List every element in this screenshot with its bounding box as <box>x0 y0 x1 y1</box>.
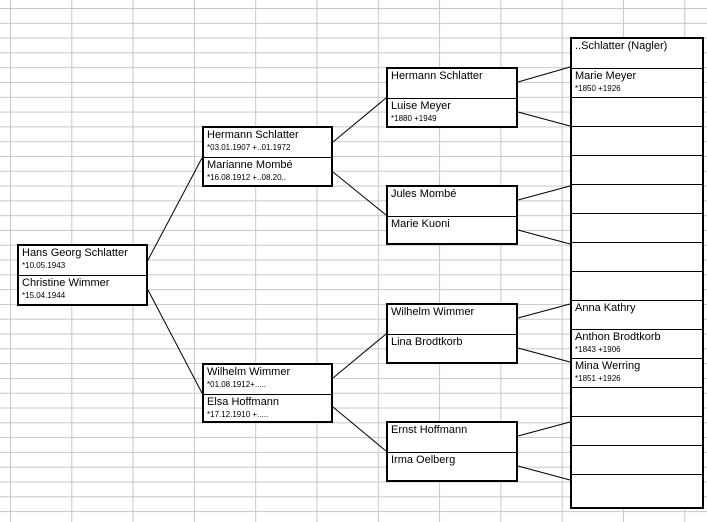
grandparent-dates: *1880 +1949 <box>391 114 437 123</box>
grandparents-box-3: Wilhelm Wimmer Lina Brodtkorb <box>386 303 518 364</box>
grandparent-cell[interactable]: Lina Brodtkorb <box>388 334 516 363</box>
grandparent-name: Irma Oelberg <box>391 454 456 466</box>
spouse-parents-box: Wilhelm Wimmer *01.08.1912+..... Elsa Ho… <box>202 363 333 423</box>
grandparent-cell[interactable]: Wilhelm Wimmer <box>388 305 516 334</box>
great-grandparent-cell[interactable] <box>572 416 702 445</box>
grandparent-name: Lina Brodtkorb <box>391 336 463 348</box>
connector-line <box>517 66 571 83</box>
connector-line <box>517 185 571 201</box>
spouse-father-dates: *01.08.1912+..... <box>207 380 266 389</box>
grandparent-name: Ernst Hoffmann <box>391 424 468 436</box>
mother-dates: *16.08.1912 +..08.20.. <box>207 173 286 182</box>
connector-line <box>517 421 571 437</box>
grandparents-box-1: Hermann Schlatter Luise Meyer *1880 +194… <box>386 67 518 128</box>
spouse-mother-name: Elsa Hoffmann <box>207 396 279 408</box>
spouse-mother-cell[interactable]: Elsa Hoffmann *17.12.1910 +..... <box>204 394 331 423</box>
great-grandparent-dates: *1851 +1926 <box>575 374 621 383</box>
grandparent-cell[interactable]: Hermann Schlatter <box>388 69 516 98</box>
great-grandparent-cell[interactable] <box>572 155 702 184</box>
person-name: Hans Georg Schlatter <box>22 247 128 259</box>
connector-line <box>332 406 387 452</box>
mother-name: Marianne Mombé <box>207 159 293 171</box>
grandparent-name: Hermann Schlatter <box>391 70 483 82</box>
grandparent-cell[interactable]: Ernst Hoffmann <box>388 423 516 452</box>
connector-line <box>332 97 387 143</box>
great-grandparent-cell[interactable] <box>572 387 702 416</box>
great-grandparent-name: Mina Werring <box>575 360 641 372</box>
great-grandparent-cell[interactable] <box>572 445 702 474</box>
parents-box: Hermann Schlatter *03.01.1907 +..01.1972… <box>202 126 333 187</box>
person-dates: *10.05.1943 <box>22 261 66 270</box>
great-grandparent-name: ..Schlatter (Nagler) <box>575 40 668 52</box>
grandparent-name: Marie Kuoni <box>391 218 450 230</box>
person-cell[interactable]: Hans Georg Schlatter *10.05.1943 <box>19 246 146 275</box>
grandparent-name: Luise Meyer <box>391 100 451 112</box>
great-grandparent-cell[interactable] <box>572 271 702 300</box>
great-grandparent-cell[interactable]: Marie Meyer *1850 +1926 <box>572 68 702 97</box>
spouse-mother-dates: *17.12.1910 +..... <box>207 410 269 419</box>
connector-line <box>517 465 571 481</box>
great-grandparent-cell[interactable] <box>572 213 702 242</box>
father-name: Hermann Schlatter <box>207 129 299 141</box>
great-grandparent-name: Anna Kathry <box>575 302 636 314</box>
spouse-name: Christine Wimmer <box>22 277 110 289</box>
spouse-father-cell[interactable]: Wilhelm Wimmer *01.08.1912+..... <box>204 365 331 394</box>
grandparent-cell[interactable]: Jules Mombé <box>388 187 516 216</box>
spouse-cell[interactable]: Christine Wimmer *15.04.1944 <box>19 275 146 304</box>
connector-line <box>517 347 571 363</box>
great-grandparent-name: Marie Meyer <box>575 70 637 82</box>
great-grandparents-column: ..Schlatter (Nagler) Marie Meyer *1850 +… <box>570 37 704 509</box>
great-grandparent-name: Anthon Brodtkorb <box>575 331 661 343</box>
connector-line <box>147 157 203 261</box>
great-grandparent-dates: *1843 +1906 <box>575 345 621 354</box>
connector-line <box>332 171 387 216</box>
father-cell[interactable]: Hermann Schlatter *03.01.1907 +..01.1972 <box>204 128 331 157</box>
grandparent-cell[interactable]: Luise Meyer *1880 +1949 <box>388 98 516 127</box>
great-grandparent-cell[interactable]: Mina Werring *1851 +1926 <box>572 358 702 387</box>
grandparents-box-2: Jules Mombé Marie Kuoni <box>386 185 518 245</box>
mother-cell[interactable]: Marianne Mombé *16.08.1912 +..08.20.. <box>204 157 331 186</box>
grandparent-name: Jules Mombé <box>391 188 457 200</box>
connector-line <box>517 303 571 319</box>
great-grandparent-cell[interactable]: Anna Kathry <box>572 300 702 329</box>
connector-line <box>332 333 387 379</box>
great-grandparent-cell[interactable] <box>572 97 702 126</box>
grandparents-box-4: Ernst Hoffmann Irma Oelberg <box>386 421 518 482</box>
great-grandparent-cell[interactable] <box>572 126 702 155</box>
great-grandparent-cell[interactable]: ..Schlatter (Nagler) <box>572 39 702 68</box>
great-grandparent-dates: *1850 +1926 <box>575 84 621 93</box>
grandparent-cell[interactable]: Irma Oelberg <box>388 452 516 481</box>
grandparent-name: Wilhelm Wimmer <box>391 306 475 318</box>
grandparent-cell[interactable]: Marie Kuoni <box>388 216 516 245</box>
spouse-father-name: Wilhelm Wimmer <box>207 366 291 378</box>
connector-line <box>517 229 571 245</box>
father-dates: *03.01.1907 +..01.1972 <box>207 143 291 152</box>
great-grandparent-cell[interactable] <box>572 184 702 213</box>
great-grandparent-cell[interactable]: Anthon Brodtkorb *1843 +1906 <box>572 329 702 358</box>
spouse-dates: *15.04.1944 <box>22 291 66 300</box>
connector-line <box>517 111 571 127</box>
great-grandparent-cell[interactable] <box>572 474 702 507</box>
great-grandparent-cell[interactable] <box>572 242 702 271</box>
connector-line <box>147 289 203 394</box>
person-box: Hans Georg Schlatter *10.05.1943 Christi… <box>17 244 148 306</box>
